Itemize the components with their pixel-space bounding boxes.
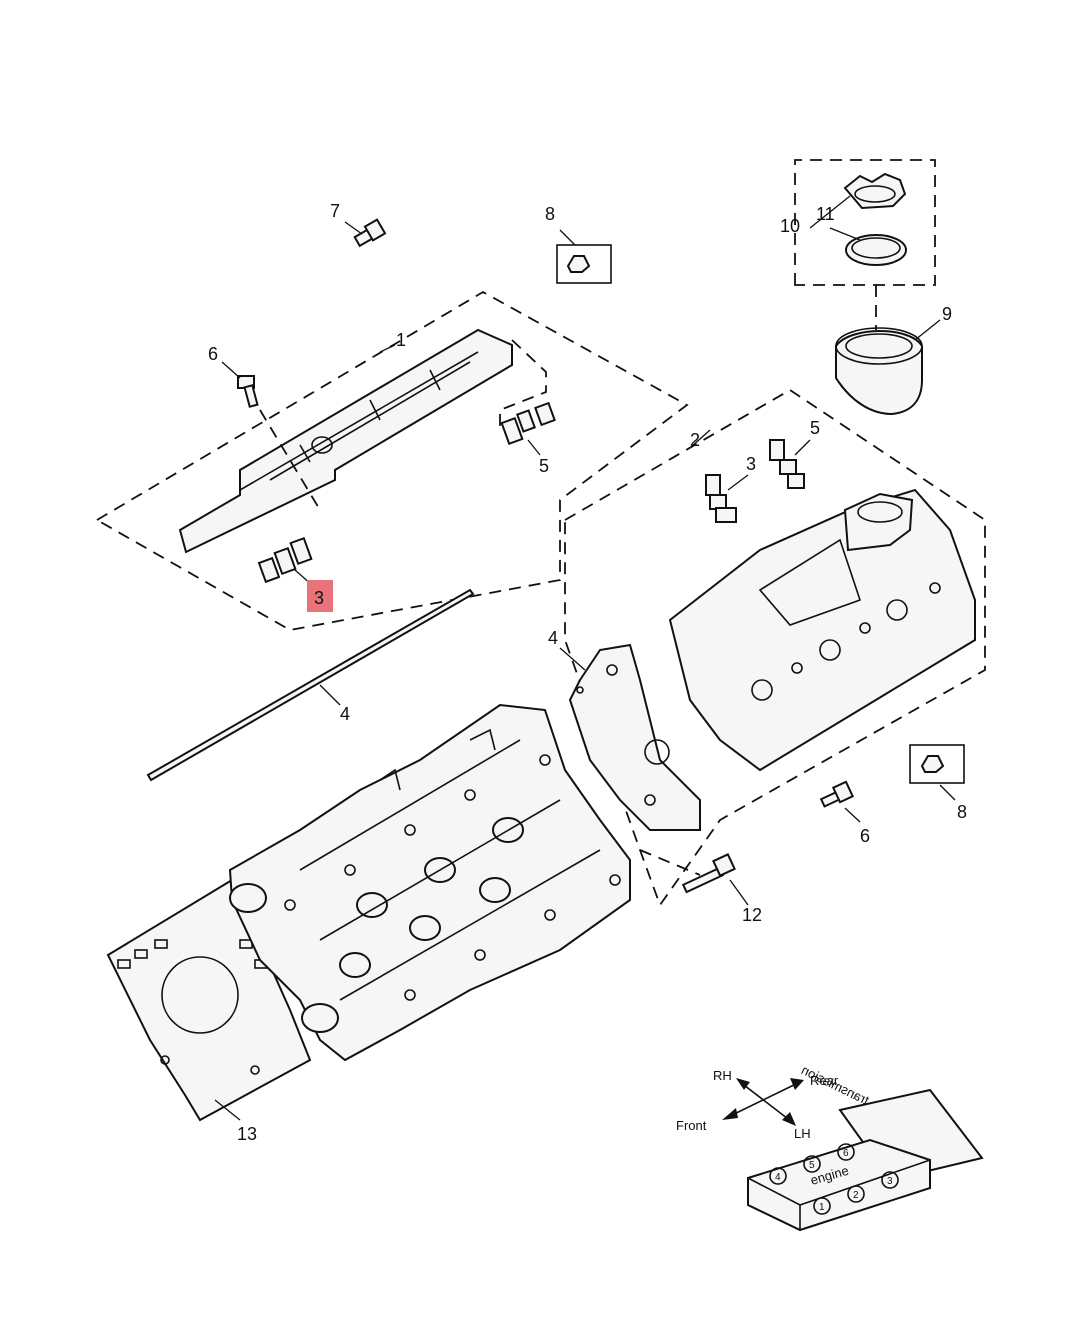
orient-lh: LH (794, 1126, 811, 1141)
cyl-2: 2 (853, 1190, 859, 1201)
callout-7: 7 (330, 201, 340, 221)
orientation-key: RH Rear Front LH transmission engine 4 5… (676, 1062, 984, 1232)
callout-6-rh: 6 (860, 826, 870, 846)
cover-gasket-strip (146, 588, 475, 782)
bolt-6-rh (819, 780, 855, 808)
oil-filler-neck (835, 327, 923, 416)
fuel-injector-5-lh (500, 401, 556, 446)
filler-cap-seal (845, 234, 907, 266)
callout-12: 12 (742, 905, 762, 925)
callout-5-rh: 5 (810, 418, 820, 438)
callout-3-lh: 3 (314, 588, 324, 608)
bolt-7 (353, 218, 387, 248)
bolt-6-lh (237, 375, 259, 408)
cover-gasket-rh (568, 643, 701, 831)
orient-rear: Rear (810, 1073, 839, 1088)
camshaft-cover-rh (668, 488, 976, 772)
fuel-injector-3-lh (257, 536, 313, 584)
callout-11: 11 (816, 204, 835, 224)
oil-filler-cap (843, 172, 907, 210)
callout-labels: 3 7 8 10 11 9 1 6 5 4 2 3 5 4 8 6 12 13 (208, 201, 967, 1144)
leader-lines (214, 195, 956, 1121)
sealant-box-right (909, 744, 965, 784)
cylinder-head (228, 703, 631, 1062)
cyl-6: 6 (843, 1148, 849, 1159)
callout-8-top: 8 (545, 204, 555, 224)
cyl-1: 1 (819, 1202, 825, 1213)
callout-10: 10 (780, 216, 800, 236)
cyl-5: 5 (809, 1160, 815, 1171)
callout-13: 13 (237, 1124, 257, 1144)
callout-9: 9 (942, 304, 952, 324)
filler-cap-assembly-box (794, 159, 936, 286)
callout-3-rh: 3 (746, 454, 756, 474)
sealant-box-top (556, 244, 612, 284)
cyl-3: 3 (887, 1176, 893, 1187)
callout-3-highlight (307, 580, 333, 612)
callout-2: 2 (690, 430, 700, 450)
callout-4-rh: 4 (548, 628, 558, 648)
engine-transmission-block: transmission engine 4 5 6 1 2 3 (747, 1062, 984, 1232)
camshaft-cover-lh (178, 328, 513, 554)
orient-rh: RH (713, 1068, 732, 1083)
callout-6-lh: 6 (208, 344, 218, 364)
bolt-12 (681, 853, 736, 894)
callout-1: 1 (396, 330, 406, 350)
cyl-4: 4 (775, 1172, 781, 1183)
fuel-injector-3-rh (705, 474, 737, 523)
callout-4-lh: 4 (340, 704, 350, 724)
orient-front: Front (676, 1118, 707, 1133)
callout-8-right: 8 (957, 802, 967, 822)
callout-5-lh: 5 (539, 456, 549, 476)
fuel-injector-5-rh (769, 439, 805, 489)
